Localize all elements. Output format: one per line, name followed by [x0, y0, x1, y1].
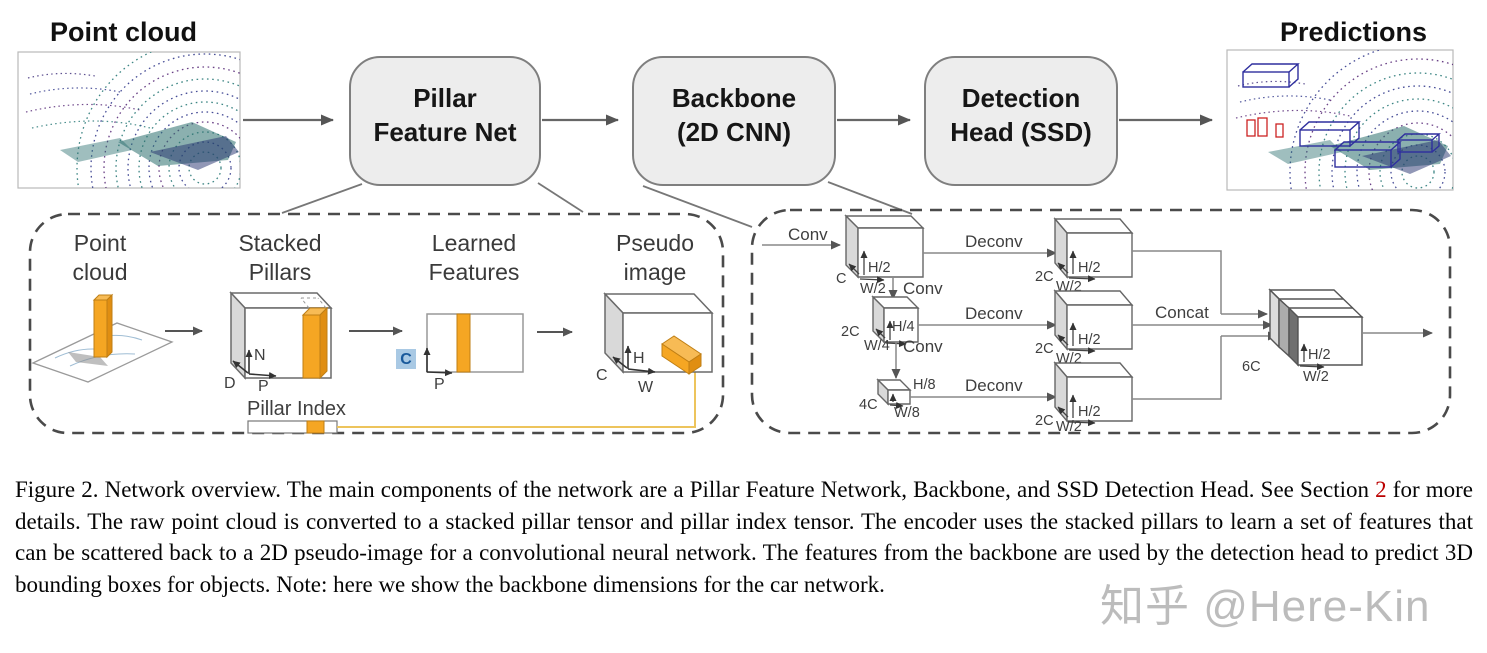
pillar-index-label: Pillar Index [247, 398, 346, 420]
stage-point-cloud-1: Point [74, 230, 127, 256]
predicted-box-red [1246, 117, 1284, 138]
detail-connector-lines [281, 181, 913, 228]
stacked-pillars-axes [232, 349, 277, 379]
stacked-pillars-cube [229, 291, 333, 380]
backbone-label-1: Backbone [672, 83, 796, 113]
axis-p-label: P [258, 378, 269, 395]
axis-p2-label: P [434, 376, 445, 393]
stage-point-cloud-2: cloud [73, 259, 128, 285]
axis-d-label: D [224, 375, 236, 392]
pseudo-image-cube [603, 292, 714, 375]
stage-learned-features-1: Learned [432, 230, 516, 256]
dim-h2-label-4: H/2 [1078, 404, 1101, 420]
dim-h2-label-2: H/2 [1078, 260, 1101, 276]
stage-pseudo-image-1: Pseudo [616, 230, 694, 256]
dim-2c-label-4: 2C [1035, 413, 1054, 429]
dim-h8-label: H/8 [913, 377, 936, 393]
cube4-axes [1057, 250, 1096, 283]
network-diagram: Point cloud Predictions [17, 17, 1454, 435]
axis-c-highlighted-label: C [400, 351, 412, 368]
point-cloud-sketch [31, 293, 174, 383]
backbone-cube-1 [844, 214, 925, 279]
axis-h-label: H [633, 350, 645, 367]
backbone-detail-panel [750, 208, 1452, 435]
stage-stacked-pillars-1: Stacked [238, 230, 321, 256]
dim-w2-label-5: W/2 [1303, 369, 1329, 385]
dim-h2-label-5: H/2 [1308, 347, 1331, 363]
conv-label-1: Conv [788, 225, 828, 244]
pillar-net-detail-panel [28, 212, 725, 435]
dim-2c-label-3: 2C [1035, 341, 1054, 357]
section-2-link[interactable]: 2 [1375, 477, 1387, 502]
predictions-thumbnail [1226, 49, 1454, 191]
point-cloud-thumbnail [17, 51, 241, 189]
lidar-scan-art [25, 52, 240, 188]
pillar-index-wire [337, 371, 696, 428]
scattered-pillar-bar [661, 335, 702, 375]
backbone-box: Backbone (2D CNN) [632, 56, 836, 186]
detection-head-box: Detection Head (SSD) [924, 56, 1118, 186]
concat-block [1268, 288, 1364, 367]
detection-head-label-2: Head (SSD) [950, 117, 1092, 147]
deconv-label-3: Deconv [965, 376, 1023, 395]
pillar-feature-net-label-1: Pillar [413, 83, 477, 113]
detection-head-label-1: Detection [962, 83, 1080, 113]
dim-w8-label: W/8 [894, 405, 920, 421]
concat-block-axes [1299, 343, 1325, 371]
deconv-label-2: Deconv [965, 304, 1023, 323]
pillar-glyph [92, 293, 114, 359]
c-highlight [396, 349, 416, 369]
backbone-cube-6 [1053, 361, 1134, 423]
figure-caption: Figure 2. Network overview. The main com… [15, 474, 1473, 600]
stage-stacked-pillars-2: Pillars [249, 259, 312, 285]
conv-label-2: Conv [903, 279, 943, 298]
cube5-axes [1057, 322, 1096, 355]
learned-features-axes [423, 347, 453, 377]
point-cloud-title: Point cloud [50, 17, 197, 47]
dim-w4-label: W/4 [864, 338, 890, 354]
concat-label: Concat [1155, 303, 1209, 322]
cube6-axes [1057, 394, 1096, 427]
concat-routing [1132, 250, 1278, 400]
backbone-cube-5 [1053, 289, 1134, 351]
cube1-axes [848, 250, 885, 284]
deconv-label-1: Deconv [965, 232, 1023, 251]
pillar-index-bar [247, 420, 338, 434]
caption-text-after: for more details. The raw point cloud is… [15, 477, 1473, 597]
axis-n-label: N [254, 347, 266, 364]
stage-learned-features-2: Features [429, 259, 520, 285]
pseudo-image-axes [612, 345, 656, 375]
stage-pseudo-image-2: image [624, 259, 687, 285]
pillar-feature-net-label-2: Feature Net [373, 117, 516, 147]
caption-text-before: Figure 2. Network overview. The main com… [15, 477, 1376, 502]
backbone-cube-4 [1053, 217, 1134, 279]
dim-c-label: C [836, 271, 846, 287]
dim-4c-label: 4C [859, 397, 878, 413]
dim-6c-label: 6C [1242, 359, 1261, 375]
cube3-axes [889, 393, 904, 409]
dim-h2-label-3: H/2 [1078, 332, 1101, 348]
axis-c2-label: C [596, 367, 608, 384]
conv-label-3: Conv [903, 337, 943, 356]
dim-2c-label-2: 2C [1035, 269, 1054, 285]
backbone-cube-3 [876, 378, 912, 406]
dim-h2-label-1: H/2 [868, 260, 891, 276]
dim-2c-label-1: 2C [841, 324, 860, 340]
lidar-scan-art-predictions [1235, 50, 1453, 190]
dim-w2-label-4: W/2 [1056, 419, 1082, 435]
dim-h4-label: H/4 [892, 319, 915, 335]
axis-w-label: W [638, 379, 654, 396]
predictions-title: Predictions [1280, 17, 1427, 47]
predicted-box-wireframes [1242, 63, 1441, 168]
learned-features-matrix [426, 313, 524, 373]
dim-w2-label-1: W/2 [860, 281, 886, 297]
pillar-feature-net-box: Pillar Feature Net [349, 56, 541, 186]
backbone-label-2: (2D CNN) [677, 117, 791, 147]
